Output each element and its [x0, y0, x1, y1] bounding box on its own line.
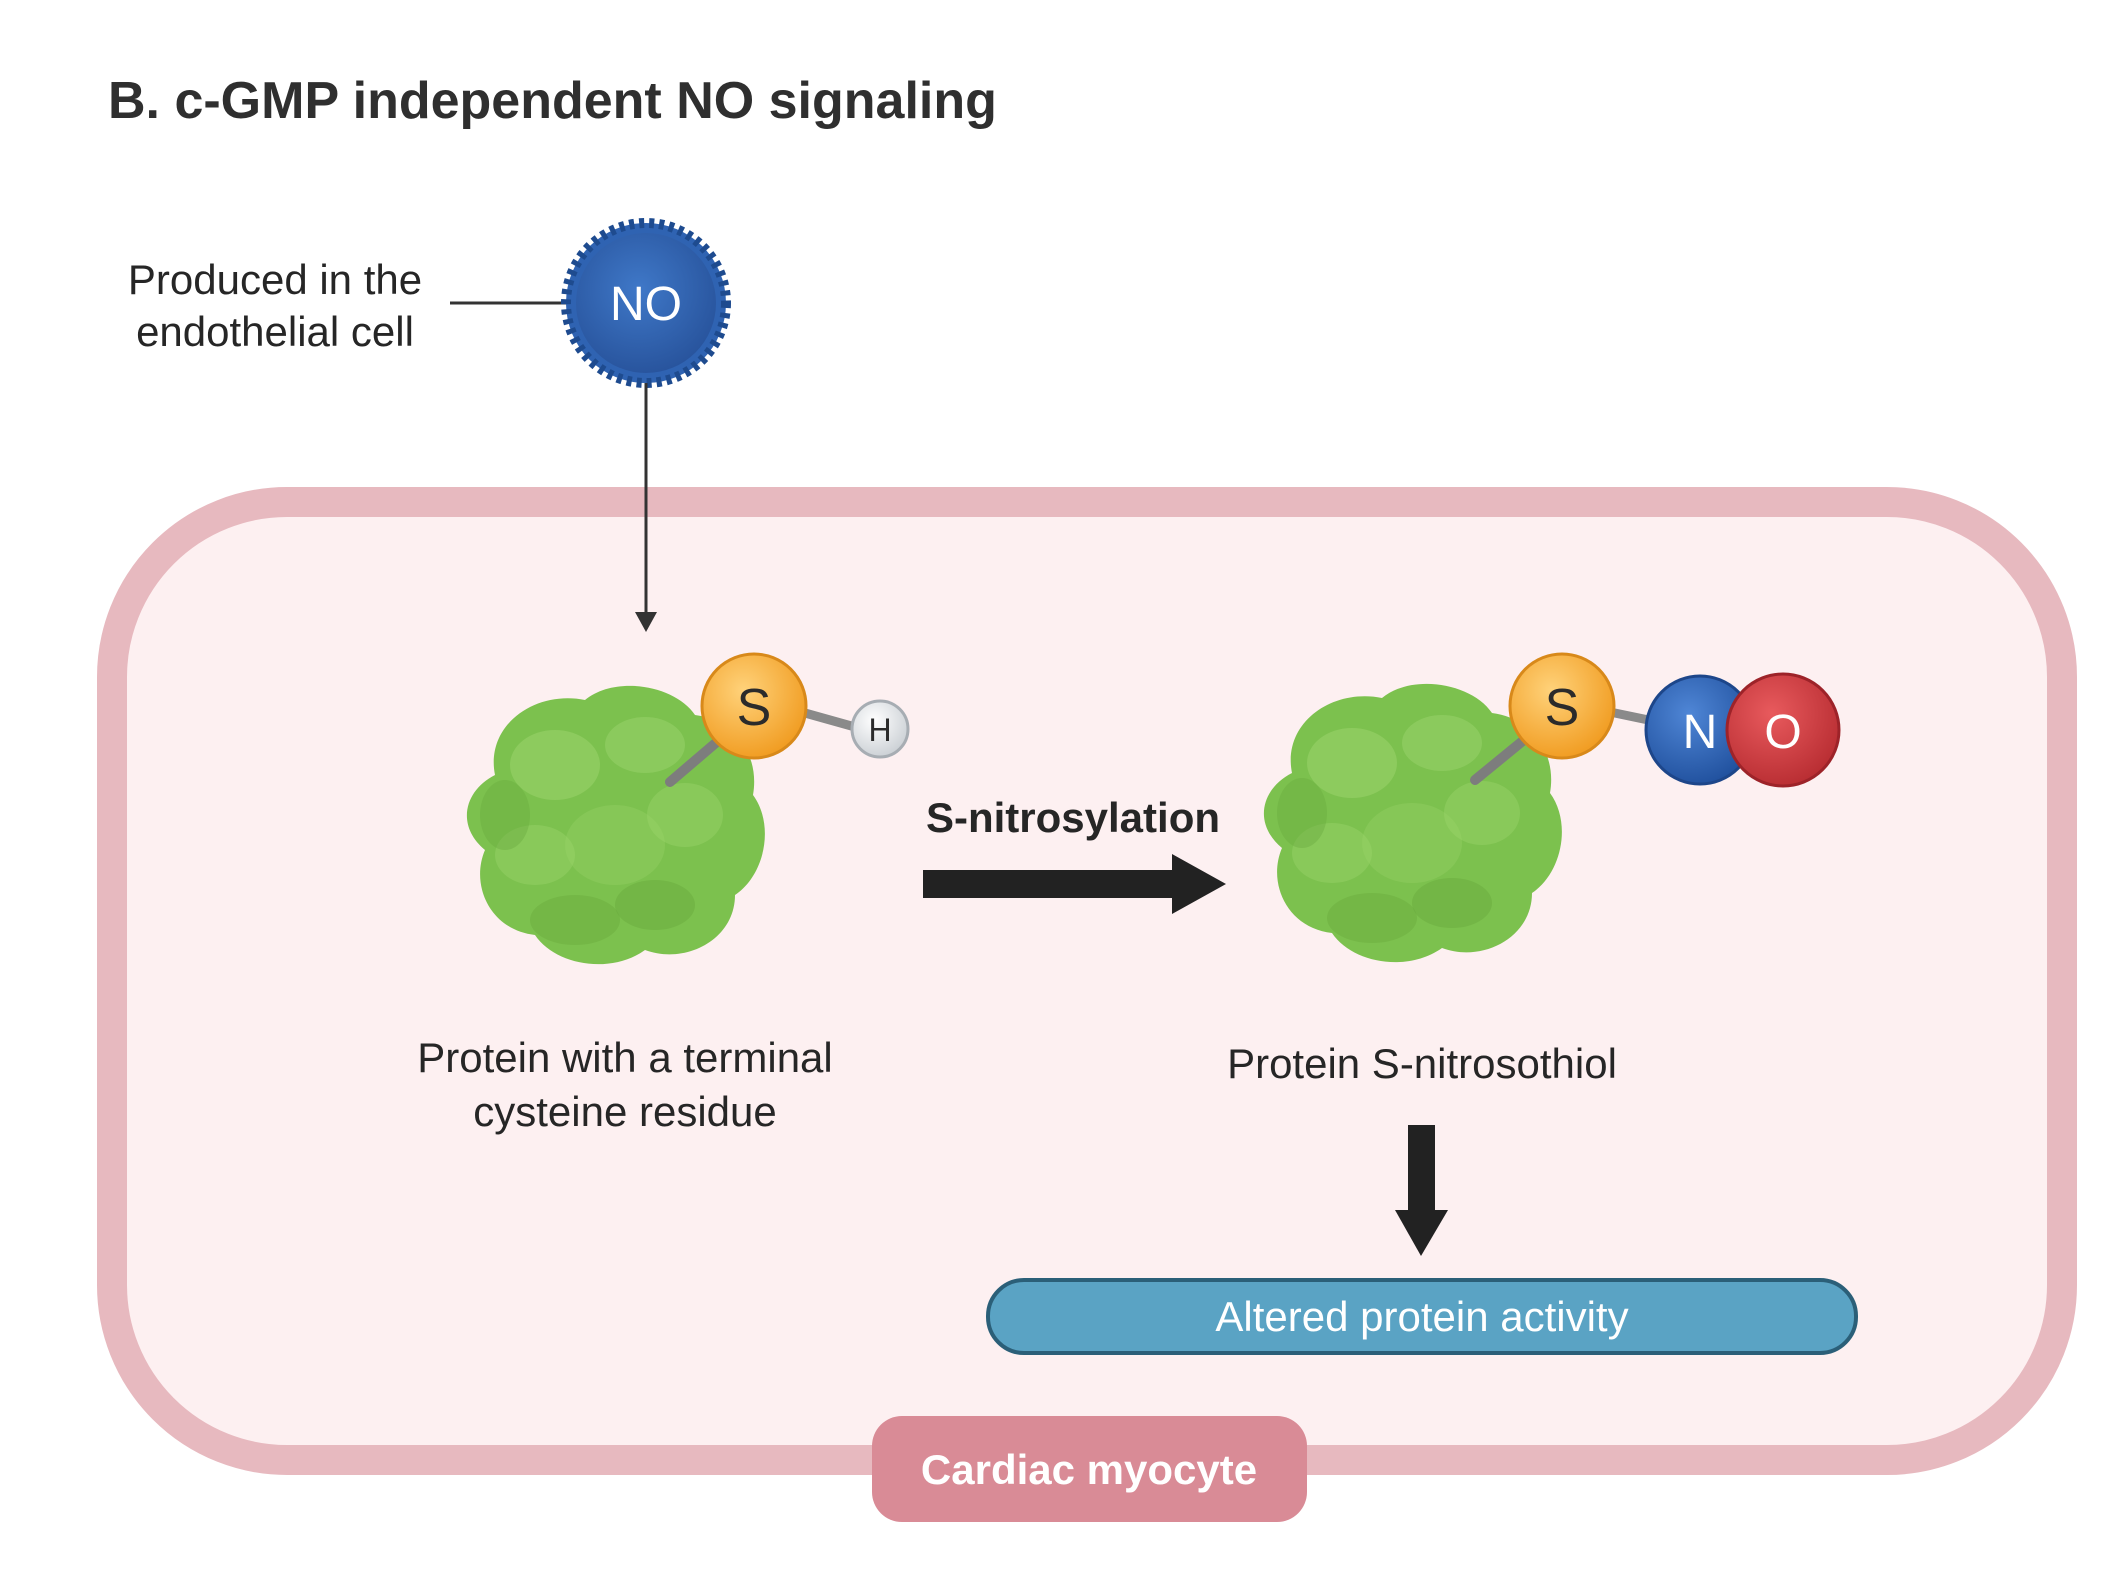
- reaction-arrow-head: [1172, 854, 1226, 914]
- product-label: Protein S-nitrosothiol: [1227, 1040, 1617, 1087]
- oxygen-label: O: [1764, 706, 1801, 759]
- reactant-label-line2: cysteine residue: [473, 1088, 777, 1135]
- outcome-arrow-shaft: [1408, 1125, 1435, 1215]
- altered-protein-activity-pill: [986, 1278, 1858, 1355]
- no-molecule-label: NO: [610, 278, 682, 331]
- reactant-sulfur-atom: [700, 652, 808, 760]
- oxygen-atom: [1725, 672, 1841, 788]
- product-sulfur-label: S: [1545, 679, 1580, 737]
- reactant-label-line1: Protein with a terminal: [417, 1034, 833, 1081]
- outcome-arrow-head: [1395, 1210, 1448, 1256]
- reactant-bond-s-h: [800, 708, 860, 732]
- figure-title: B. c-GMP independent NO signaling: [108, 72, 997, 130]
- source-label-line1: Produced in the: [128, 256, 422, 303]
- cell-label-badge: [872, 1416, 1307, 1522]
- hydrogen-atom: [850, 699, 910, 759]
- product-bond-protein-s: [1470, 730, 1535, 785]
- cell-label: Cardiac myocyte: [921, 1446, 1257, 1493]
- product-sulfur-atom: [1508, 652, 1616, 760]
- outcome-label: Altered protein activity: [1215, 1293, 1628, 1340]
- hydrogen-label: H: [868, 712, 891, 748]
- no-molecule-core: [576, 233, 716, 373]
- nitrogen-label: N: [1683, 706, 1718, 759]
- source-label-line2: endothelial cell: [136, 308, 414, 355]
- reaction-label: S-nitrosylation: [926, 794, 1220, 841]
- reaction-arrow-shaft: [923, 870, 1178, 898]
- reactant-sulfur-label: S: [737, 679, 772, 737]
- no-entry-arrow-head: [635, 612, 657, 632]
